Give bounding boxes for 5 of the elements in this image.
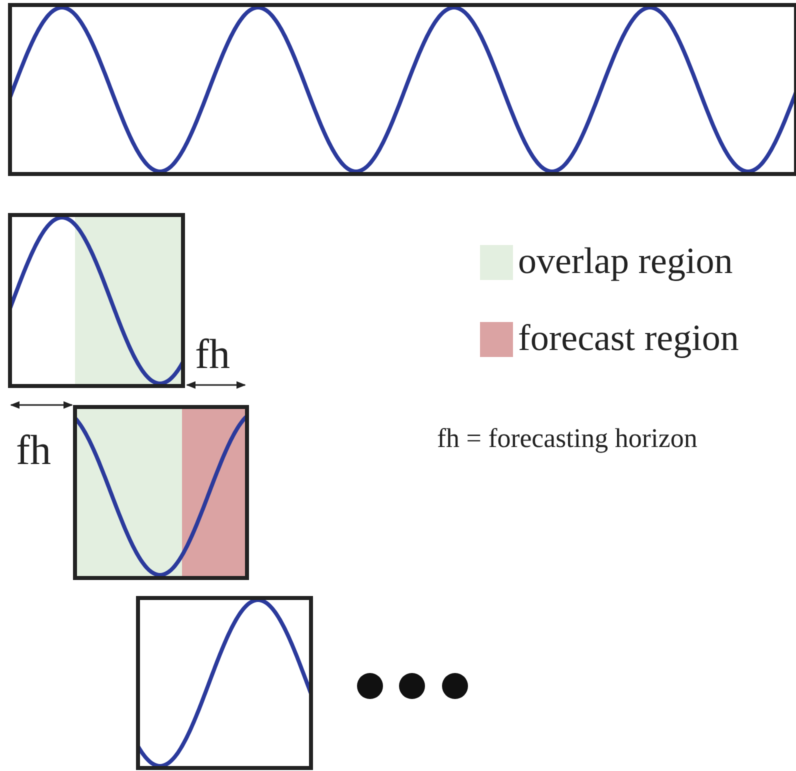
note-text: fh = forecasting horizon: [437, 425, 698, 452]
dimension-label: fh: [16, 430, 51, 472]
legend-label: overlap region: [518, 243, 733, 280]
dimension-label: fh: [195, 334, 230, 376]
legend-label: forecast region: [518, 320, 739, 357]
